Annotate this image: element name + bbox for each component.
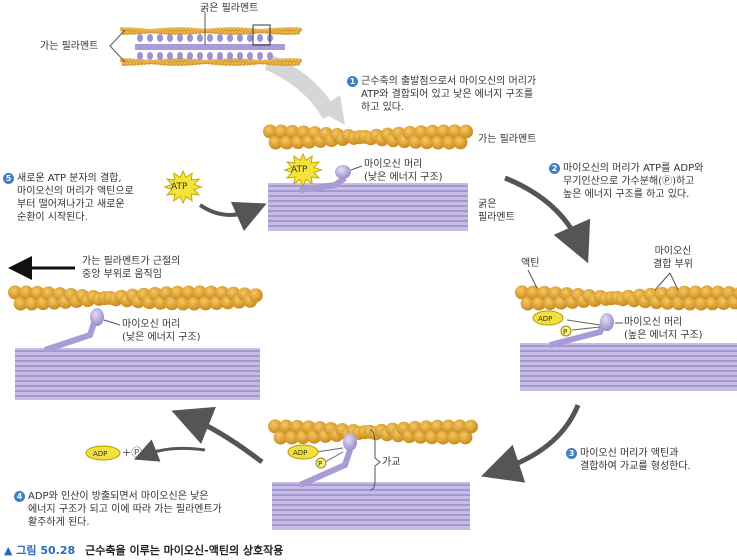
zoom-arrow [264, 54, 337, 120]
myosin-head-panel4 [44, 308, 121, 353]
cycle-arrow-4 [171, 406, 264, 464]
adp-oval [85, 445, 121, 461]
overview-thin-filament [119, 58, 302, 66]
thin-filament-label: 가는 필라멘트 [40, 41, 99, 52]
p-label: P [563, 328, 568, 336]
myosin-head-panel3 [298, 429, 381, 491]
adp-label: ADP [293, 449, 308, 457]
panel2-head-label: 마이오신 머리(높은 에너지 구조) [624, 317, 703, 341]
atp-label: ATP [291, 165, 308, 175]
thin-filament-panel4 [8, 285, 263, 311]
adp-oval [287, 444, 319, 460]
panel1-head-label: 마이오신 머리(낮은 에너지 구조) [364, 159, 443, 183]
thick-filament-panel3 [272, 482, 470, 530]
thick-filament-panel2 [520, 343, 737, 391]
atp-star-icon [283, 152, 323, 188]
adp-label: ADP [538, 315, 553, 323]
overview-thin-filament [119, 27, 302, 35]
atp-star-icon [163, 169, 203, 205]
panel1-thin-label: 가는 필라멘트 [478, 134, 537, 145]
actin-label: 액틴 [521, 258, 540, 269]
thick-filament-panel1 [268, 183, 468, 231]
phosphate-icon [560, 325, 572, 337]
thick-filament-label: 굵은 필라멘트 [200, 3, 259, 14]
cycle-arrow-3 [481, 404, 581, 483]
overview-thick-filament [135, 44, 285, 50]
thick-filament-panel4 [15, 348, 260, 400]
myosin-head-panel1 [299, 165, 363, 193]
thin-filament-panel1 [263, 124, 473, 150]
atp-label: ATP [171, 182, 188, 192]
cycle-arrow-5 [198, 201, 267, 232]
adp-label: ADP [93, 450, 108, 458]
thin-filament-panel2 [515, 285, 737, 311]
adp-oval [532, 310, 564, 326]
phosphate-label: +Ⓟi [122, 446, 145, 462]
thin-filament-panel3 [268, 419, 478, 445]
phosphate-icon [315, 457, 327, 469]
cycle-arrow-2 [504, 175, 591, 264]
p-label: P [318, 460, 323, 468]
myosin-head-panel2 [549, 313, 623, 348]
cross-bridge-label: 가교 [382, 457, 401, 468]
panel4-head-label: 마이오신 머리(낮은 에너지 구조) [122, 319, 201, 343]
